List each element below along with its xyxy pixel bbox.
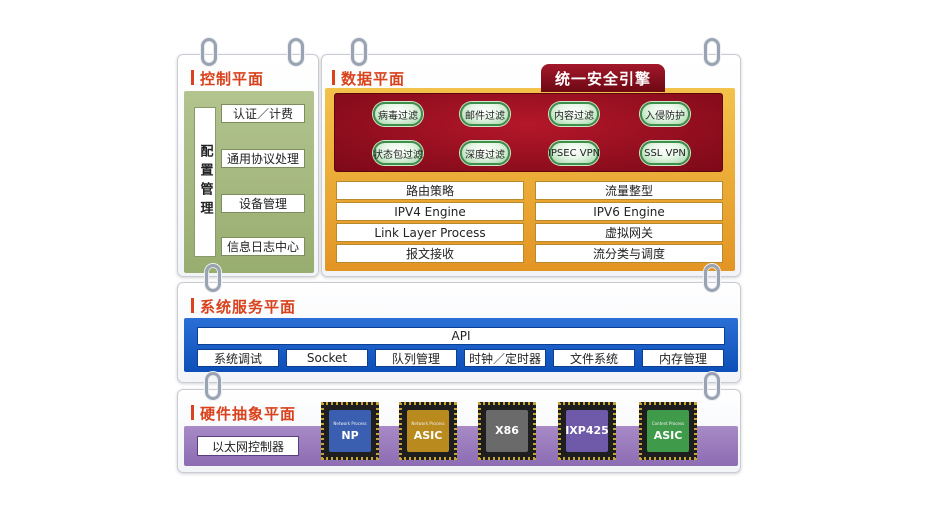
control-plane-title: 控制平面 [190,70,265,88]
data-plane-title: 数据平面 [331,70,406,88]
chip-asic-content-die: Content Process ASIC [647,410,689,452]
dp-routing-policy: 路由策略 [336,181,524,200]
dp-traffic-shaping: 流量整型 [535,181,723,200]
chip-x86-die: X86 [486,410,528,452]
dp-classify-schedule: 流分类与调度 [535,244,723,263]
chip-np-sub: Network Process [333,420,367,426]
binder-ring-icon [288,38,304,66]
chip-np-label: NP [341,428,359,442]
dp-virtual-gateway: 虚拟网关 [535,223,723,242]
config-management-label: 配置管理 [194,107,216,257]
svc-timer: 时钟／定时器 [464,349,546,367]
filter-virus: 病毒过滤 [373,102,423,126]
filter-stateful: 状态包过滤 [373,141,423,165]
chip-ixp425-label: IXP425 [565,424,609,437]
dp-ipv6-engine: IPV6 Engine [535,202,723,221]
control-item-device-mgmt: 设备管理 [221,194,305,213]
control-item-auth-billing: 认证／计费 [221,104,305,123]
chip-asic-content: Content Process ASIC [639,402,697,460]
control-item-log-center: 信息日志中心 [221,237,305,256]
binder-ring-icon [205,372,221,400]
svc-socket: Socket [286,349,368,367]
chip-asic-network-sub: Network Process [411,420,445,426]
filter-mail: 邮件过滤 [460,102,510,126]
dp-packet-receive: 报文接收 [336,244,524,263]
binder-ring-icon [704,264,720,292]
control-item-protocol: 通用协议处理 [221,149,305,168]
filter-ipsec-vpn: IPSEC VPN [548,141,600,165]
filter-intrusion: 入侵防护 [640,102,690,126]
hardware-title: 硬件抽象平面 [190,405,297,423]
dp-ipv4-engine: IPV4 Engine [336,202,524,221]
filter-ssl-vpn: SSL VPN [640,141,690,165]
chip-asic-network-die: Network Process ASIC [407,410,449,452]
chip-np: Network Process NP [321,402,379,460]
system-service-title: 系统服务平面 [190,298,297,316]
binder-ring-icon [205,264,221,292]
chip-asic-network: Network Process ASIC [399,402,457,460]
chip-x86: X86 [478,402,536,460]
svc-queue: 队列管理 [375,349,457,367]
chip-ixp425: IXP425 [558,402,616,460]
svc-debug: 系统调试 [197,349,279,367]
api-bar: API [197,327,725,345]
binder-ring-icon [351,38,367,66]
chip-asic-content-sub: Content Process [651,420,685,426]
svc-memory: 内存管理 [642,349,724,367]
binder-ring-icon [704,38,720,66]
binder-ring-icon [201,38,217,66]
chip-np-die: Network Process NP [329,410,371,452]
chip-asic-content-label: ASIC [653,428,683,442]
chip-asic-network-label: ASIC [413,428,443,442]
chip-ixp425-die: IXP425 [565,410,609,452]
chip-x86-label: X86 [495,424,519,437]
filter-deep: 深度过滤 [460,141,510,165]
ethernet-controller: 以太网控制器 [197,436,299,456]
filter-content: 内容过滤 [549,102,599,126]
dp-link-layer: Link Layer Process [336,223,524,242]
binder-ring-icon [704,372,720,400]
unified-security-engine-tab: 统一安全引擎 [541,64,665,92]
svc-filesystem: 文件系统 [553,349,635,367]
